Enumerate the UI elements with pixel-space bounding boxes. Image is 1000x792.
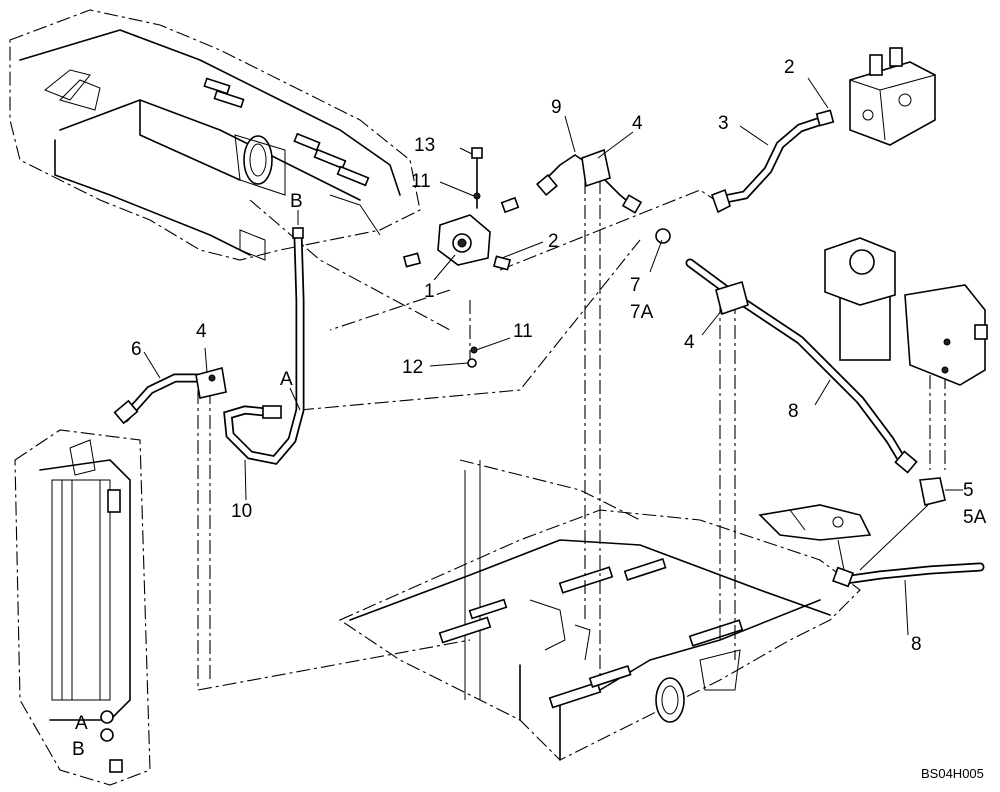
callout-11: 11: [513, 321, 533, 342]
callout-4: 4: [632, 113, 643, 134]
callout-b: B: [290, 191, 303, 212]
control-valve: [849, 47, 936, 146]
callout-5a: 5A: [963, 507, 987, 528]
lower-chassis: [338, 459, 861, 761]
fitting-9: [536, 148, 671, 244]
callout-4: 4: [196, 321, 207, 342]
callout-b: B: [72, 739, 85, 760]
leader-lines: [143, 77, 963, 636]
callout-10: 10: [231, 501, 253, 522]
callout-a: A: [75, 713, 88, 734]
hose-6: [113, 373, 215, 425]
callout-2: 2: [548, 231, 559, 252]
callout-13: 13: [414, 135, 436, 156]
hose-3: [710, 109, 835, 214]
callout-12: 12: [402, 357, 424, 378]
callout-5: 5: [963, 480, 974, 501]
callout-8: 8: [788, 401, 799, 422]
callout-3: 3: [718, 113, 729, 134]
callout-9: 9: [551, 97, 562, 118]
callout-2: 2: [784, 57, 795, 78]
drawing-code: BS04H005: [921, 766, 984, 781]
callout-1: 1: [424, 281, 435, 302]
callout-6: 6: [131, 339, 142, 360]
callout-a: A: [280, 369, 293, 390]
upper-frame: [9, 9, 421, 261]
valve-block-1: [402, 147, 520, 368]
filter-assembly: [824, 237, 988, 386]
hose-10: [223, 227, 305, 465]
callout-7: 7: [630, 275, 641, 296]
hose-8-upper: [685, 258, 946, 506]
callout-7a: 7A: [630, 302, 654, 323]
oil-cooler: [14, 429, 151, 786]
callout-8: 8: [911, 634, 922, 655]
callout-11: 11: [411, 171, 431, 192]
hose-8-lower: [758, 504, 985, 588]
clamp-4-left: [195, 366, 227, 399]
callout-4: 4: [684, 332, 695, 353]
